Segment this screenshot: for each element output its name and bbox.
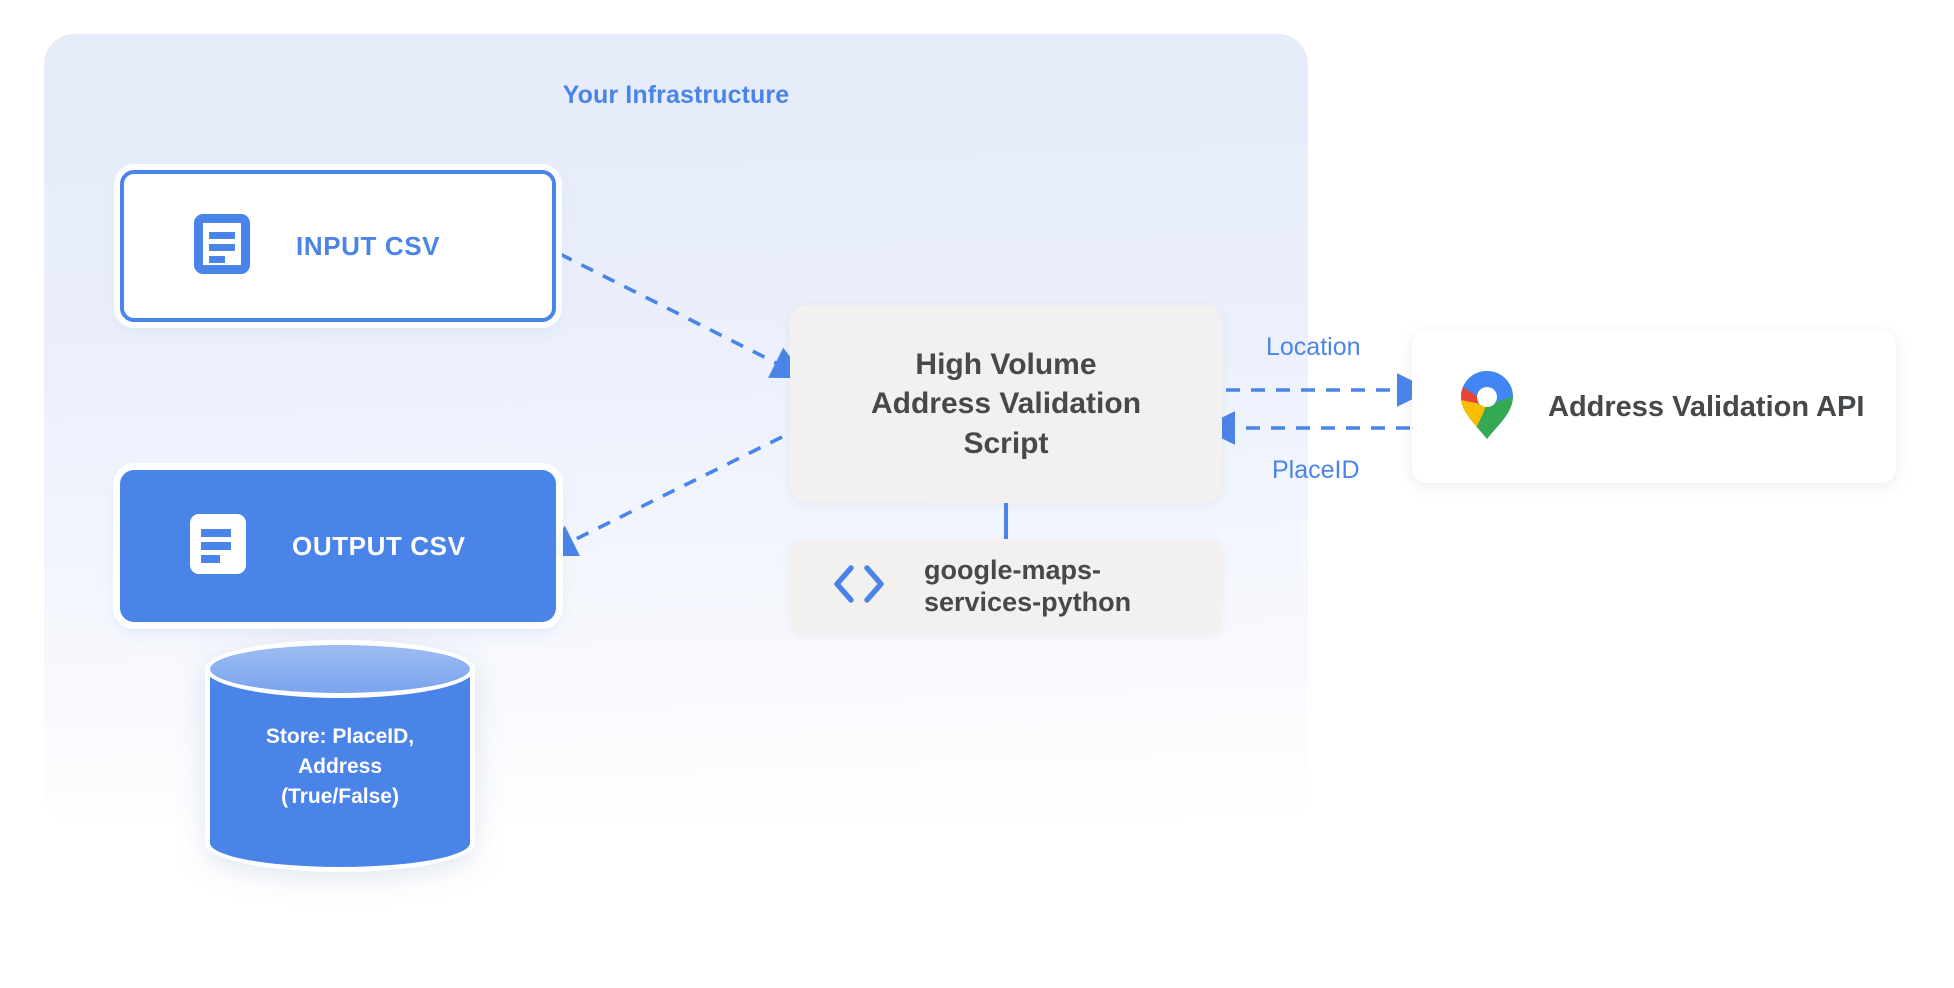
node-database-store[interactable]: Store: PlaceID, Address (True/False) (205, 640, 475, 872)
script-title: High Volume Address Validation Script (870, 348, 1142, 460)
library-label: google-maps- services-python (924, 554, 1132, 617)
node-validation-script[interactable]: High Volume Address Validation Script (790, 305, 1222, 503)
database-top-ellipse (205, 640, 475, 698)
document-icon (190, 212, 254, 281)
database-label: Store: PlaceID, Address (True/False) (265, 725, 415, 808)
node-output-csv[interactable]: OUTPUT CSV (120, 470, 556, 622)
edge-label-location: Location (1266, 333, 1361, 361)
document-icon (186, 512, 250, 581)
node-input-csv[interactable]: INPUT CSV (120, 170, 556, 322)
output-csv-label: OUTPUT CSV (292, 530, 466, 561)
edge-label-placeid: PlaceID (1272, 456, 1360, 484)
panel-title: Your Infrastructure (562, 81, 790, 109)
script-library-connector (1004, 503, 1008, 539)
google-maps-pin-icon (1456, 369, 1518, 446)
node-address-validation-api[interactable]: Address Validation API (1412, 331, 1896, 483)
node-python-library[interactable]: google-maps- services-python (790, 539, 1222, 634)
api-label: Address Validation API (1548, 390, 1865, 423)
code-icon (830, 561, 888, 612)
input-csv-label: INPUT CSV (296, 230, 441, 261)
